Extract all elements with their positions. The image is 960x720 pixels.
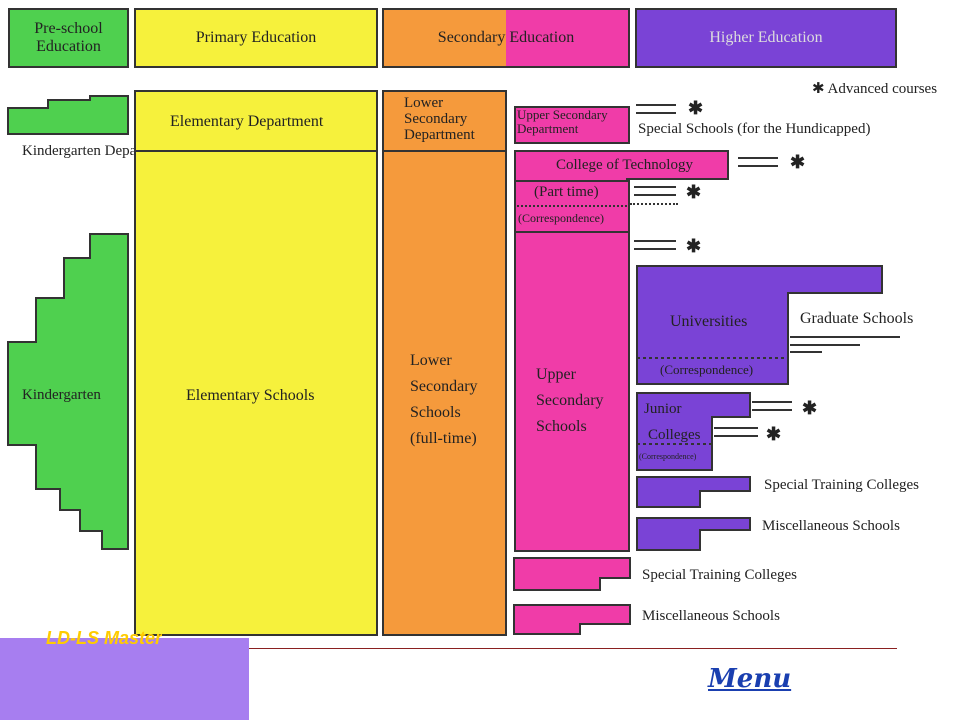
lower-secondary-line: Secondary — [410, 378, 478, 395]
double-line — [636, 104, 676, 106]
kindergarten-label: Kindergarten — [22, 387, 101, 403]
junior-colleges-line: Colleges — [648, 427, 701, 443]
lower-secondary-dept-label: Lower Secondary Department — [404, 95, 475, 143]
upper-special-training-shape — [513, 557, 631, 591]
part-time-label: (Part time) — [534, 184, 599, 200]
legend-text: Advanced courses — [827, 81, 938, 97]
kindergarten-shape — [7, 233, 129, 550]
junior-colleges-label: Junior Colleges — [644, 396, 701, 448]
double-line — [738, 157, 778, 159]
correspondence-label: (Correspondence) — [518, 211, 604, 225]
lower-secondary-column — [382, 90, 507, 636]
upper-misc-label: Miscellaneous Schools — [642, 608, 780, 624]
college-tech-label: College of Technology — [556, 157, 693, 173]
asterisk-icon: ✱ — [766, 424, 782, 444]
upper-secondary-dept-box — [514, 106, 630, 144]
header-preschool-label: Pre-school Education — [34, 19, 103, 55]
universities-shape — [636, 265, 883, 385]
primary-column — [134, 90, 378, 636]
menu-link[interactable]: Menu — [708, 664, 792, 694]
special-schools-label: Special Schools (for the Hundicapped) — [638, 121, 871, 137]
double-line — [738, 165, 778, 167]
double-line — [634, 248, 676, 250]
double-line — [634, 186, 676, 188]
higher-misc-shape — [636, 517, 751, 551]
junior-colleges-line: Junior — [644, 401, 682, 417]
upper-secondary-dept-label: Upper Secondary Department — [517, 107, 608, 136]
primary-divider — [134, 150, 378, 152]
graduate-schools-label: Graduate Schools — [800, 310, 914, 327]
asterisk-icon: ✱ — [688, 98, 704, 118]
double-line — [634, 240, 676, 242]
upper-secondary-line: Schools — [536, 418, 587, 435]
footer-title: LD-LS Master — [46, 628, 163, 648]
asterisk-icon: ✱ — [686, 182, 702, 202]
upper-secondary-column — [514, 150, 630, 552]
higher-special-training-shape — [636, 476, 751, 508]
asterisk-icon: ✱ — [812, 81, 825, 97]
college-tech-extension — [626, 150, 729, 180]
higher-misc-label: Miscellaneous Schools — [762, 518, 900, 534]
footer-panel — [0, 638, 249, 720]
junior-colleges-shape — [636, 392, 751, 471]
lower-secondary-divider — [382, 150, 507, 152]
footer-rule — [249, 648, 897, 649]
divider — [514, 231, 630, 233]
header-primary: Primary Education — [134, 8, 378, 68]
dotted-line — [630, 203, 678, 205]
lower-secondary-line: Schools — [410, 404, 461, 421]
header-secondary-label: Secondary Education — [437, 28, 575, 46]
asterisk-icon: ✱ — [802, 398, 818, 418]
double-line — [634, 194, 676, 196]
lower-secondary-line: Lower — [410, 352, 452, 369]
double-line — [636, 112, 676, 114]
asterisk-icon: ✱ — [790, 152, 806, 172]
divider — [514, 180, 630, 182]
legend: ✱ Advanced courses — [812, 80, 937, 98]
upper-misc-shape — [513, 604, 631, 635]
upper-special-training-label: Special Training Colleges — [642, 567, 797, 583]
lower-secondary-line: (full-time) — [410, 430, 477, 447]
universities-label: Universities — [670, 313, 748, 330]
higher-special-training-label: Special Training Colleges — [764, 477, 919, 493]
header-higher-label: Higher Education — [709, 28, 823, 46]
asterisk-icon: ✱ — [686, 236, 702, 256]
header-higher: Higher Education — [635, 8, 897, 68]
header-preschool: Pre-school Education — [8, 8, 129, 68]
elementary-dept-label: Elementary Department — [170, 113, 324, 130]
univ-correspondence-label: (Correspondence) — [660, 362, 754, 377]
header-primary-label: Primary Education — [195, 28, 317, 46]
upper-secondary-line: Secondary — [536, 392, 604, 409]
jc-correspondence-label: (Correspondence) — [639, 452, 697, 461]
elementary-schools-label: Elementary Schools — [186, 387, 315, 404]
lower-secondary-schools-label: Lower Secondary Schools (full-time) — [410, 348, 478, 452]
dotted-divider — [514, 205, 630, 207]
upper-secondary-schools-label: Upper Secondary Schools — [536, 362, 604, 440]
upper-secondary-line: Upper — [536, 366, 576, 383]
kindergarten-dept-shape — [7, 95, 129, 135]
header-secondary: Secondary Education — [382, 8, 630, 68]
